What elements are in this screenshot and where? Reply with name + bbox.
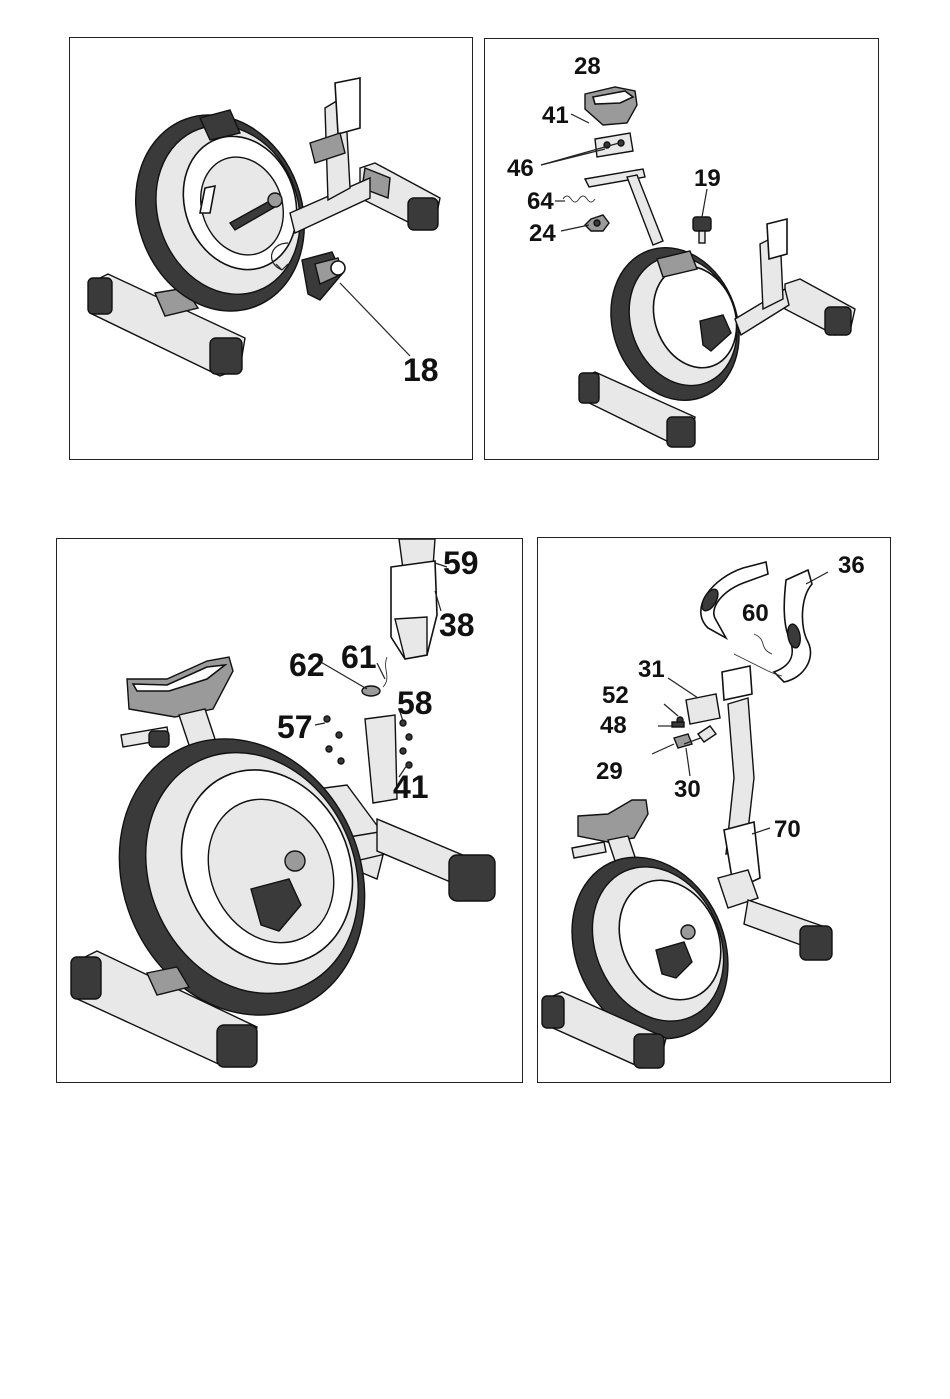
step-1-pedal-panel: 18 [69,37,473,460]
part-label-41: 41 [393,771,429,803]
bracket-parts [672,694,720,748]
part-label-46: 46 [507,157,534,181]
step-3-upright-post-panel: 59 38 62 61 58 57 41 [56,538,523,1083]
part-label-19: 19 [694,167,721,191]
part-label-57: 57 [277,711,313,743]
frame-4 [718,870,832,960]
part-label-64: 64 [527,190,554,214]
handlebar-post [391,539,437,659]
upright-post-part-70 [724,698,760,890]
knob-part-19 [693,217,711,243]
part-label-60: 60 [742,602,769,626]
bike-base-drawing-1 [70,38,474,461]
pedal-part-18 [302,252,345,300]
step-2-seat-panel: 28 41 46 64 24 19 [484,38,879,460]
part-label-52: 52 [602,684,629,708]
part-label-29: 29 [596,760,623,784]
part-label-36: 36 [838,554,865,578]
seat-part-28 [585,87,637,125]
wire-part-60 [754,634,772,654]
seat-post [627,175,663,245]
part-label-70: 70 [774,818,801,842]
part-label-24: 24 [529,222,556,246]
part-label-59: 59 [443,547,479,579]
handlebar-assembly-drawing [538,538,892,1084]
mounting-plate [722,666,752,700]
part-label-62: 62 [289,649,325,681]
rear-stabilizer [360,163,440,230]
part-label-30: 30 [674,778,701,802]
part-label-58: 58 [397,687,433,719]
spring-part-64 [563,196,595,202]
step-4-handlebar-panel: 36 60 31 52 48 29 30 70 [537,537,891,1083]
part-label-48: 48 [600,714,627,738]
part-label-18: 18 [403,354,439,386]
nut-part-24 [585,215,609,231]
part-label-41: 41 [542,104,569,128]
part-label-28: 28 [574,55,601,79]
leader-line-18 [340,283,410,356]
part-label-31: 31 [638,658,665,682]
part-label-61: 61 [341,641,377,673]
cable-part-61 [383,657,387,687]
part-label-38: 38 [439,609,475,641]
bike-body-2 [579,219,855,447]
